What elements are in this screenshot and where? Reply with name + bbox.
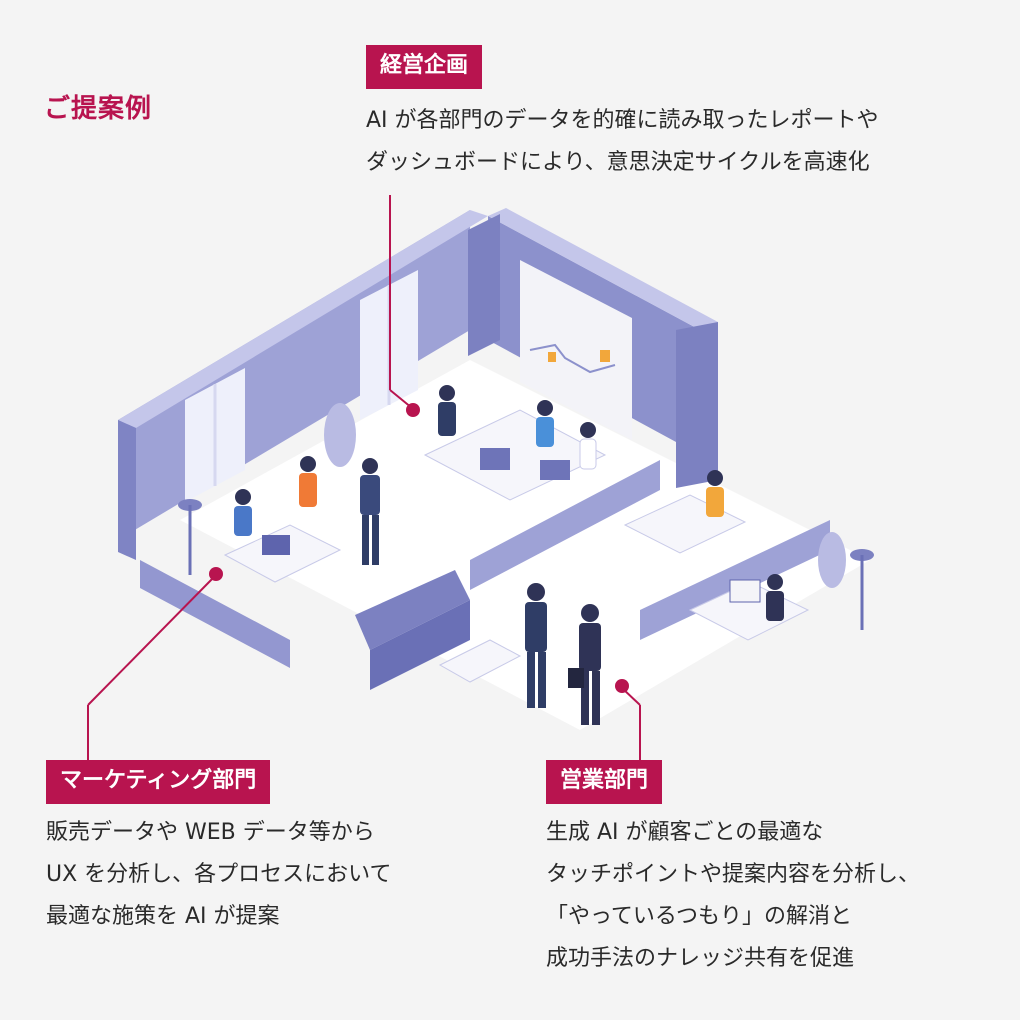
left-wall-side — [118, 420, 136, 560]
callout-dot-sales — [615, 679, 629, 693]
desc-sales-line-1: 生成 AI が顧客ごとの最適な — [546, 820, 824, 845]
desc-management-line-2: ダッシュボードにより、意思決定サイクルを高速化 — [366, 150, 870, 175]
plant-left — [324, 403, 356, 467]
desc-marketing-line-1: 販売データや WEB データ等から — [46, 820, 375, 845]
sofa — [355, 570, 470, 650]
front-partition — [140, 560, 290, 668]
coffee-table — [438, 639, 522, 683]
tag-sales: 営業部門 — [546, 760, 663, 804]
page-title: ご提案例 — [44, 94, 153, 124]
desc-marketing-line-3: 最適な施策を AI が提案 — [46, 904, 280, 929]
middle-partition — [470, 460, 660, 590]
right-wall-top — [488, 208, 718, 330]
desc-sales-line-4: 成功手法のナレッジ共有を促進 — [546, 946, 855, 971]
presentation-screen — [520, 260, 632, 440]
desc-sales: 生成 AI が顧客ごとの最適な タッチポイントや提案内容を分析し、 「やっている… — [546, 812, 920, 980]
callout-dot-management — [406, 403, 420, 417]
wall-pillar — [468, 214, 500, 356]
person-icon — [234, 385, 784, 725]
left-wall-top — [118, 210, 488, 428]
plant-right — [818, 532, 846, 588]
callout-marketing — [87, 574, 217, 760]
tag-marketing: マーケティング部門 — [46, 760, 271, 804]
desc-sales-line-2: タッチポイントや提案内容を分析し、 — [546, 862, 921, 887]
right-pillar — [676, 322, 718, 488]
callout-dot-marketing — [209, 567, 223, 581]
desc-sales-line-3: 「やっているつもり」の解消と — [546, 904, 853, 929]
desc-management: AI が各部門のデータを的確に読み取ったレポートや ダッシュボードにより、意思決… — [366, 100, 879, 184]
desc-marketing-line-2: UX を分析し、各プロセスにおいて — [46, 862, 392, 887]
desc-management-line-1: AI が各部門のデータを的確に読み取ったレポートや — [366, 108, 879, 133]
conference-table — [423, 409, 607, 501]
desc-marketing: 販売データや WEB データ等から UX を分析し、各プロセスにおいて 最適な施… — [46, 812, 392, 938]
tag-management: 経営企画 — [366, 45, 483, 89]
